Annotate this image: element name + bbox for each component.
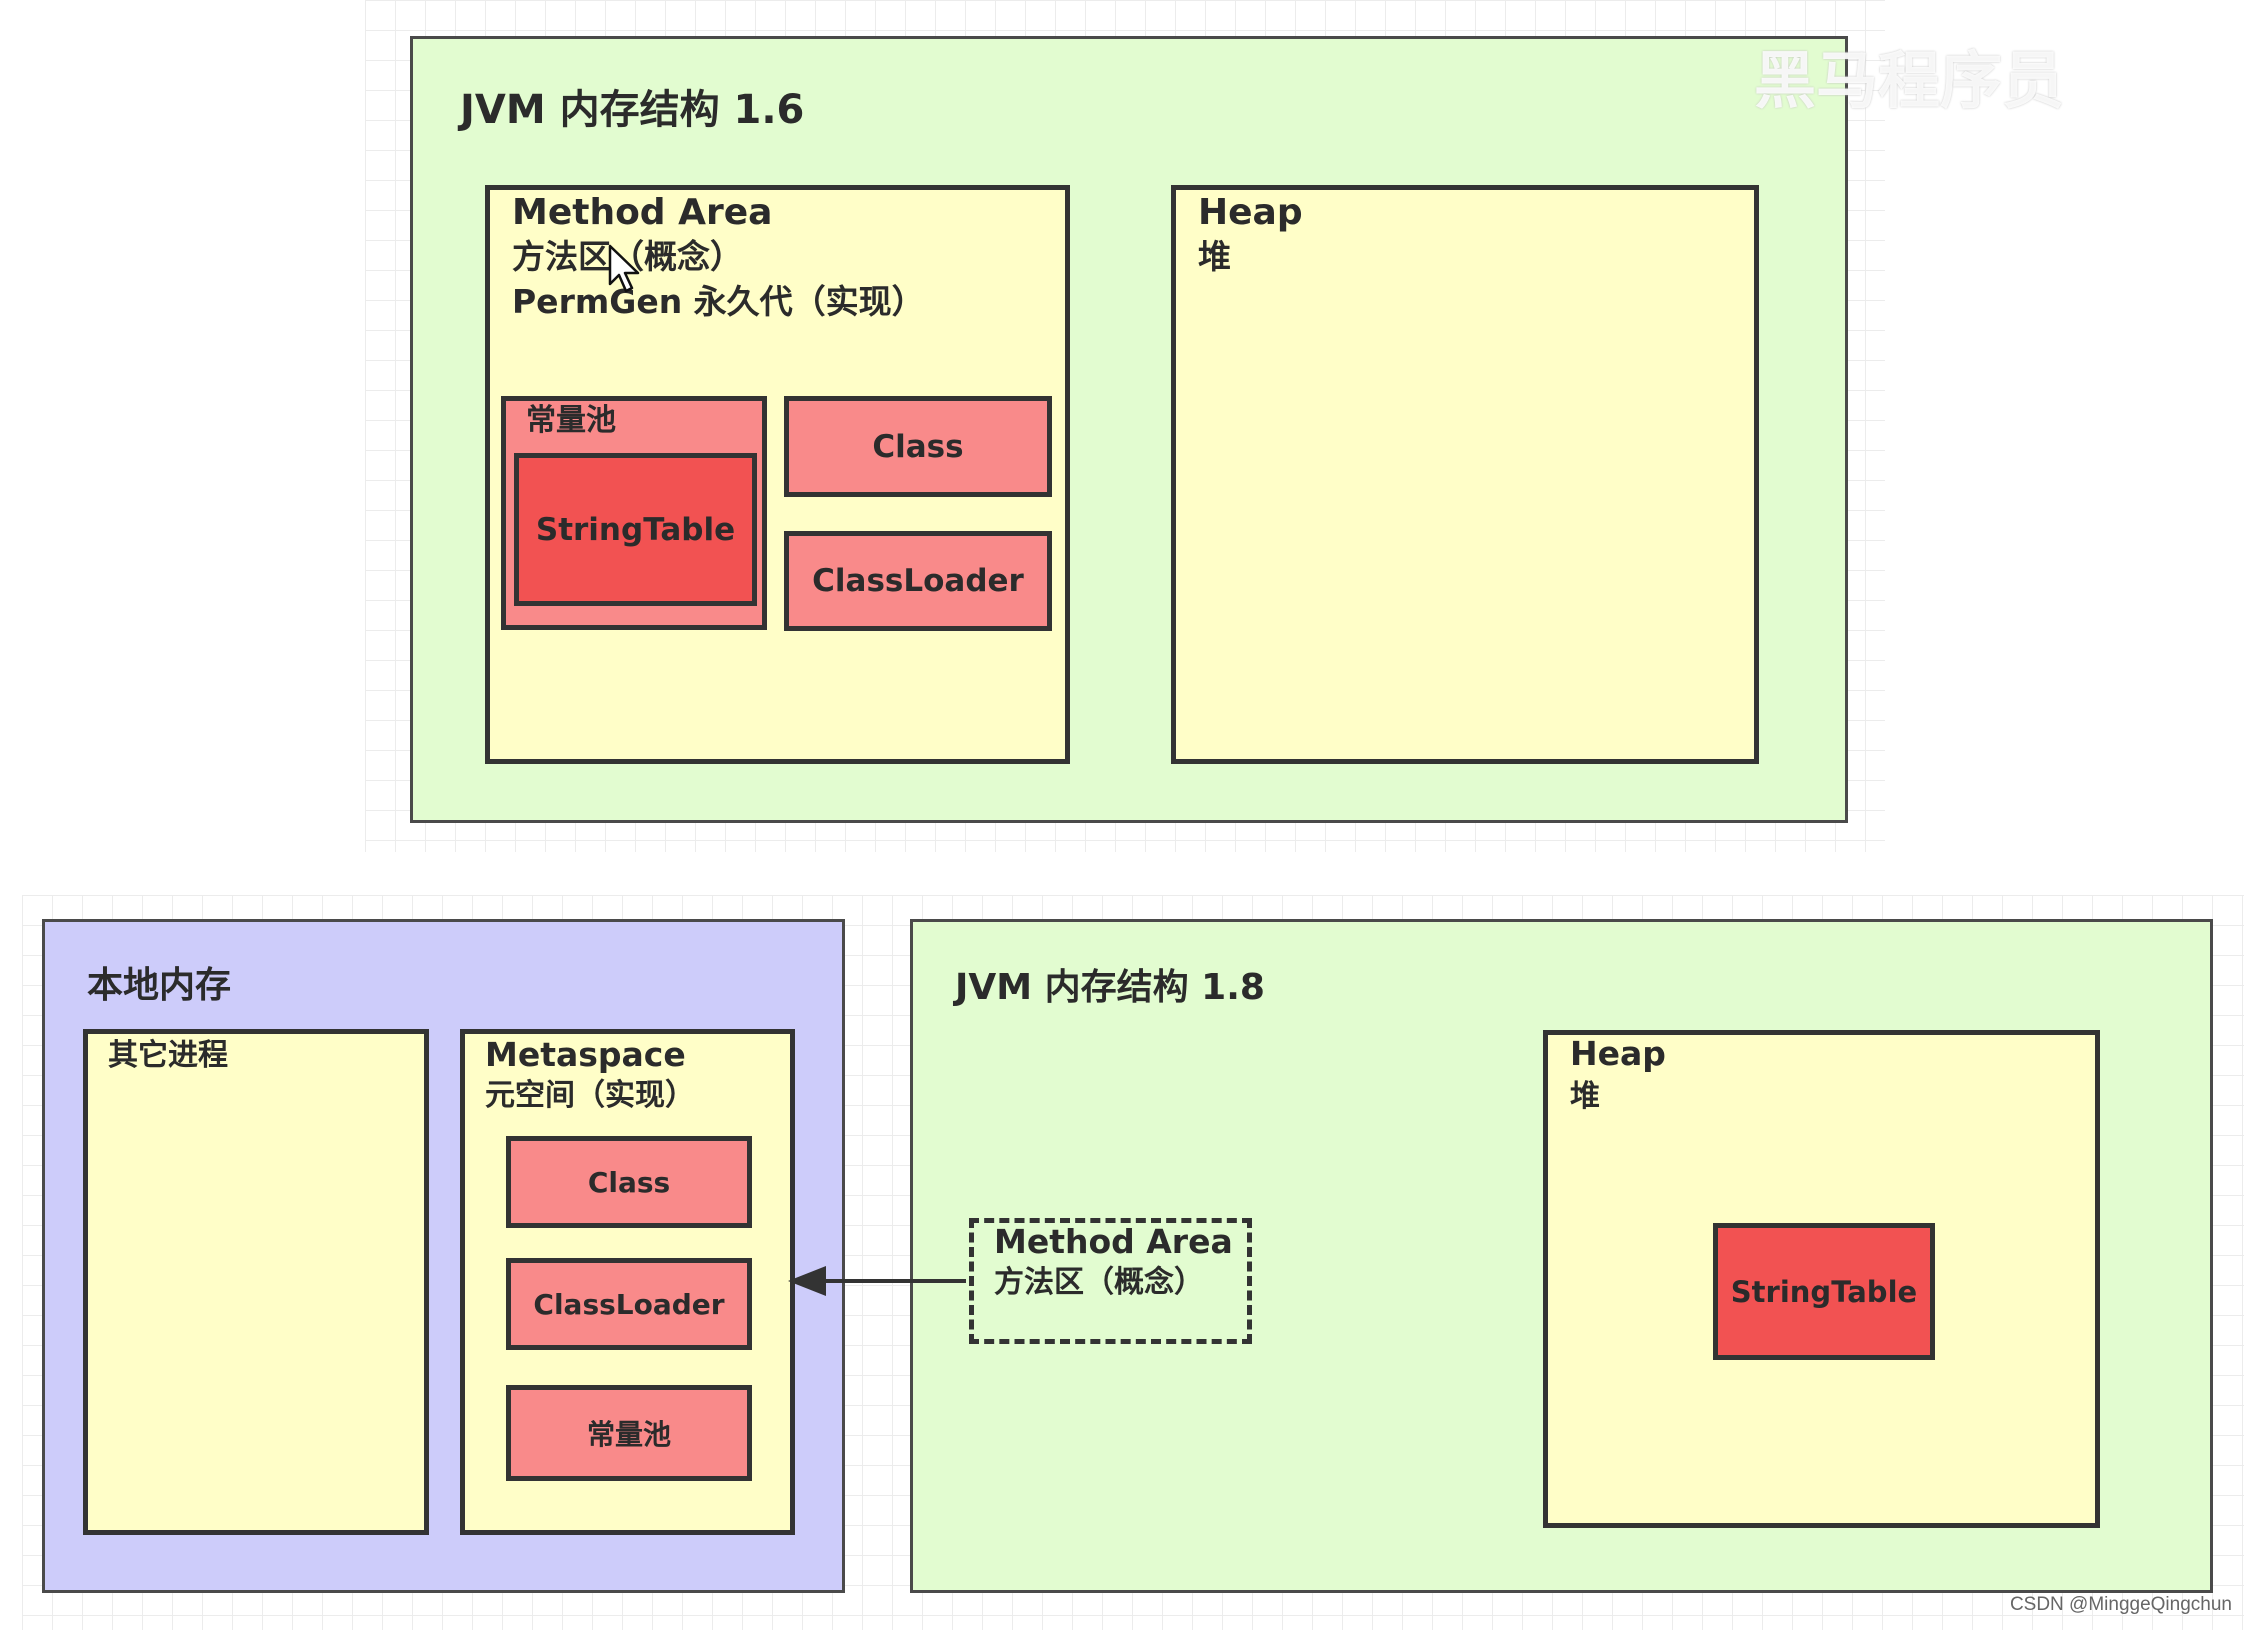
class-box: Class: [784, 396, 1052, 497]
heap-title: Heap: [1198, 192, 1303, 233]
constant-pool-box: 常量池 StringTable: [501, 396, 767, 630]
jvm18-method-area-subtitle: 方法区（概念）: [994, 1265, 1204, 1300]
jvm18-method-area-title: Method Area: [994, 1222, 1233, 1261]
metaspace-box: Metaspace 元空间（实现） Class ClassLoader 常量池: [460, 1029, 795, 1535]
native-memory-title: 本地内存: [87, 965, 232, 1006]
mouse-pointer-icon: [608, 244, 640, 293]
method-area-title: Method Area: [512, 192, 773, 233]
jvm18-string-table-label: StringTable: [1730, 1274, 1918, 1309]
metaspace-title: Metaspace: [485, 1035, 686, 1074]
method-area-permgen: PermGen 永久代（实现）: [512, 282, 925, 321]
jvm18-heap-subtitle: 堆: [1570, 1079, 1600, 1114]
jvm18-container: JVM 内存结构 1.8 Method Area 方法区（概念） Heap 堆 …: [910, 919, 2213, 1593]
jvm16-method-area: Method Area 方法区（概念） PermGen 永久代（实现） 常量池 …: [485, 185, 1070, 764]
metaspace-classloader-label: ClassLoader: [533, 1287, 725, 1321]
jvm18-heap-title: Heap: [1570, 1034, 1666, 1073]
string-table-box: StringTable: [514, 453, 757, 606]
jvm18-heap: Heap 堆 StringTable: [1543, 1030, 2100, 1528]
watermark-logo: 黑马程序员: [1754, 44, 2065, 117]
classloader-label: ClassLoader: [812, 563, 1024, 599]
metaspace-classloader-box: ClassLoader: [506, 1258, 752, 1350]
heap-subtitle: 堆: [1198, 237, 1231, 276]
other-process-title: 其它进程: [108, 1038, 228, 1073]
jvm18-method-area: Method Area 方法区（概念）: [969, 1218, 1252, 1344]
classloader-box: ClassLoader: [784, 531, 1052, 631]
credit-text: CSDN @MinggeQingchun: [2009, 1594, 2232, 1615]
jvm18-title: JVM 内存结构 1.8: [955, 967, 1265, 1008]
class-label: Class: [872, 428, 964, 465]
jvm18-string-table-box: StringTable: [1713, 1223, 1935, 1360]
string-table-label: StringTable: [535, 511, 736, 548]
metaspace-subtitle: 元空间（实现）: [485, 1078, 695, 1113]
metaspace-constant-pool-box: 常量池: [506, 1385, 752, 1481]
jvm16-heap: Heap 堆: [1171, 185, 1759, 764]
metaspace-constant-pool-label: 常量池: [586, 1418, 671, 1451]
native-memory-container: 本地内存 其它进程 Metaspace 元空间（实现） Class ClassL…: [42, 919, 845, 1593]
constant-pool-title: 常量池: [526, 403, 616, 438]
jvm16-title: JVM 内存结构 1.6: [460, 87, 805, 133]
other-process-box: 其它进程: [83, 1029, 429, 1535]
jvm16-container: JVM 内存结构 1.6 Method Area 方法区（概念） PermGen…: [410, 36, 1848, 823]
metaspace-class-box: Class: [506, 1136, 752, 1228]
metaspace-class-label: Class: [587, 1165, 671, 1199]
